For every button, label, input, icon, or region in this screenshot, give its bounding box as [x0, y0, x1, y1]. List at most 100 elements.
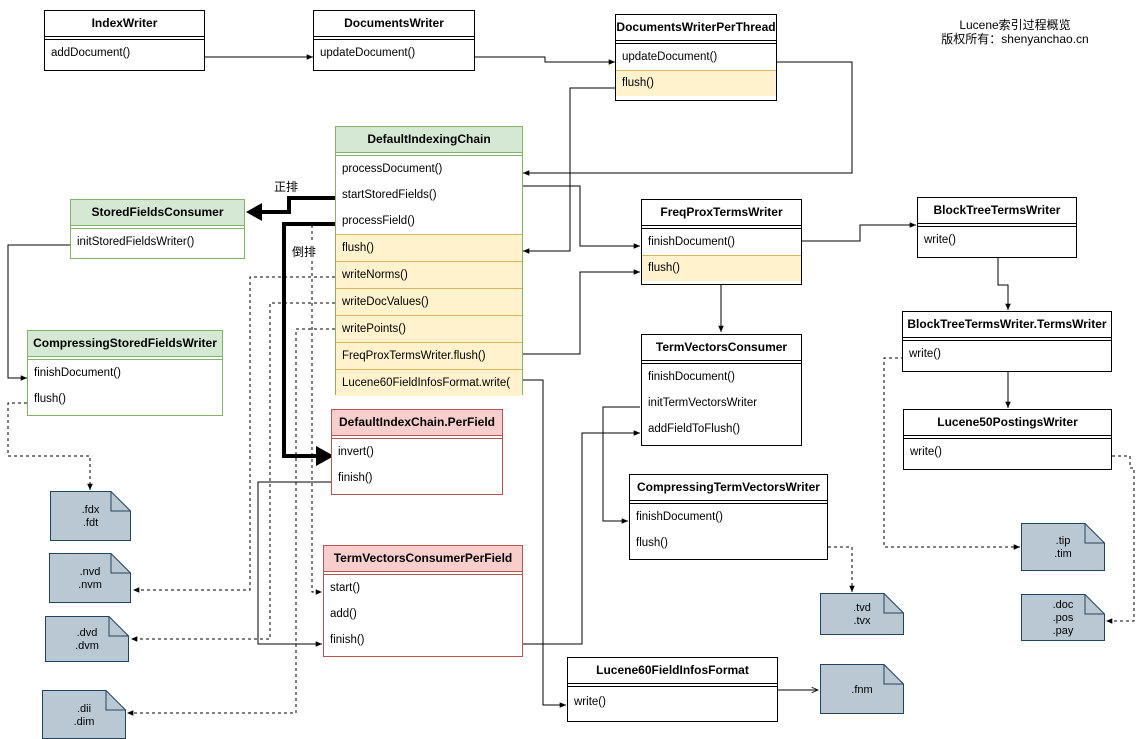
divider [314, 37, 474, 40]
class-title: TermVectorsConsumerPerField [324, 546, 522, 572]
class-compressing-stored-fields-writer: CompressingStoredFieldsWriter finishDocu… [27, 330, 223, 416]
method-init-term-vectors-writer: initTermVectorsWriter [648, 397, 758, 409]
class-default-index-chain-per-field: DefaultIndexChain.PerField invert() fini… [331, 409, 503, 495]
file-dvd-icon: .dvd.dvm [45, 616, 129, 662]
edge-stored-flush-to-fdx [7, 402, 93, 490]
edge-inittv-to-compressingtv [602, 406, 640, 524]
method-start: start() [330, 582, 361, 594]
file-extension: .doc [1052, 599, 1074, 611]
method-write: write() [910, 446, 942, 458]
method-write-doc-values: writeDocValues() [336, 288, 522, 315]
class-lucene60-field-infos-format: Lucene60FieldInfosFormat write() [567, 657, 778, 722]
divider [324, 572, 522, 575]
method-add: add() [330, 608, 357, 620]
file-extension: .tvx [853, 615, 871, 627]
class-stored-fields-consumer: StoredFieldsConsumer initStoredFieldsWri… [70, 199, 245, 259]
edge-dwpt-flush-to-chain-flush [523, 87, 615, 254]
title-text: Lucene索引过程概览 [959, 18, 1071, 32]
diagram-title: Lucene索引过程概览 版权所有：shenyanchao.cn [930, 18, 1100, 46]
method-write: write() [574, 696, 606, 708]
edge-termswriter-write-to-tip [883, 357, 1020, 550]
file-extension: .fdx [81, 504, 100, 516]
method-start-stored-fields: startStoredFields() [342, 189, 437, 201]
class-title: DefaultIndexChain.PerField [332, 410, 502, 436]
method-flush: flush() [336, 234, 522, 261]
divider [904, 436, 1111, 439]
edge-postings-write-to-doc [1106, 455, 1135, 624]
method-flush: flush() [616, 70, 776, 96]
file-extension: .tip [1055, 535, 1071, 547]
divider [918, 224, 1076, 227]
file-extension: .tvd [853, 602, 871, 614]
method-update-document: updateDocument() [622, 51, 718, 63]
edge-tvwriter-flush-to-tvd [828, 546, 855, 592]
class-title: BlockTreeTermsWriter [918, 198, 1076, 224]
edge-inverted-arrowhead [316, 446, 334, 466]
file-extension: .dvm [75, 640, 99, 652]
edge-forward-arrowhead [246, 203, 262, 221]
copyright-text: 版权所有：shenyanchao.cn [941, 32, 1089, 46]
file-nvd-label: .nvd.nvm [49, 566, 131, 592]
method-write: write() [924, 234, 956, 246]
divider [903, 338, 1111, 341]
class-title: CompressingStoredFieldsWriter [28, 331, 222, 357]
edge-freqflush-call [523, 269, 640, 355]
class-term-vectors-consumer-per-field: TermVectorsConsumerPerField start() add(… [323, 545, 523, 657]
method-add-field-to-flush: addFieldToFlush() [648, 423, 741, 435]
edge-freqprox-to-blocktree [802, 222, 916, 242]
forward-label: 正排 [274, 178, 299, 195]
edge-inverted-thick [282, 222, 335, 458]
method-write-points: writePoints() [336, 315, 522, 342]
file-fdx-icon: .fdx.fdt [50, 491, 131, 541]
edge-dwpt-to-processdoc [523, 61, 853, 176]
divider [71, 226, 244, 229]
class-title: DocumentsWriter [314, 11, 474, 37]
file-fnm-icon: .fnm [820, 664, 904, 714]
file-fdx-label: .fdx.fdt [50, 504, 131, 530]
file-dii-label: .dii.dim [42, 703, 126, 729]
class-title: CompressingTermVectorsWriter [630, 475, 827, 501]
class-block-tree-terms-writer: BlockTreeTermsWriter write() [917, 197, 1077, 258]
edge-tvfinish-to-addfield [523, 430, 640, 645]
class-documents-writer: DocumentsWriter updateDocument() [313, 10, 475, 71]
method-freqprox-flush: FreqProxTermsWriter.flush() [336, 342, 522, 369]
method-finish-document: finishDocument() [34, 367, 121, 379]
method-finish: finish() [330, 634, 365, 646]
divider [45, 37, 204, 40]
method-invert: invert() [338, 446, 374, 458]
file-doc-icon: .doc.pos.pay [1021, 594, 1105, 641]
divider [630, 501, 827, 504]
file-extension: .dvd [76, 627, 98, 639]
edge-writepoints-to-dii [127, 328, 335, 716]
edge-update-to-dwpt [475, 56, 615, 65]
edge-fieldinfos-to-format [523, 379, 566, 708]
file-tvd-label: .tvd.tvx [820, 602, 904, 628]
edge-blocktree-to-termswriter [997, 258, 1011, 310]
class-compressing-term-vectors-writer: CompressingTermVectorsWriter finishDocum… [629, 474, 828, 560]
class-title: Lucene50PostingsWriter [904, 410, 1111, 436]
class-freq-prox-terms-writer: FreqProxTermsWriter finishDocument() flu… [641, 199, 802, 285]
method-add-document: addDocument() [51, 47, 131, 59]
class-title: DefaultIndexingChain [336, 127, 522, 153]
class-title: BlockTreeTermsWriter.TermsWriter [903, 312, 1111, 338]
class-title: IndexWriter [45, 11, 204, 37]
method-finish-document: finishDocument() [636, 511, 723, 523]
method-finish: finish() [338, 472, 373, 484]
class-title: FreqProxTermsWriter [642, 200, 801, 226]
file-extension: .pay [1052, 625, 1074, 637]
method-flush: flush() [636, 537, 668, 549]
file-extension: .dii [76, 702, 92, 715]
divider [642, 361, 801, 364]
edge-writedocvalues-to-dvd [131, 302, 335, 642]
divider [332, 436, 502, 439]
method-flush: flush() [34, 393, 66, 405]
class-lucene50-postings-writer: Lucene50PostingsWriter write() [903, 409, 1112, 470]
method-process-document: processDocument() [342, 163, 443, 175]
method-init-stored-fields-writer: initStoredFieldsWriter() [77, 236, 195, 248]
class-block-tree-terms-writer-terms-writer: BlockTreeTermsWriter.TermsWriter write() [902, 311, 1112, 372]
edge-writenorms-to-nvd [133, 276, 335, 593]
method-update-document: updateDocument() [320, 47, 416, 59]
class-documents-writer-per-thread: DocumentsWriterPerThread updateDocument(… [615, 14, 777, 101]
method-finish-document: finishDocument() [648, 371, 735, 383]
